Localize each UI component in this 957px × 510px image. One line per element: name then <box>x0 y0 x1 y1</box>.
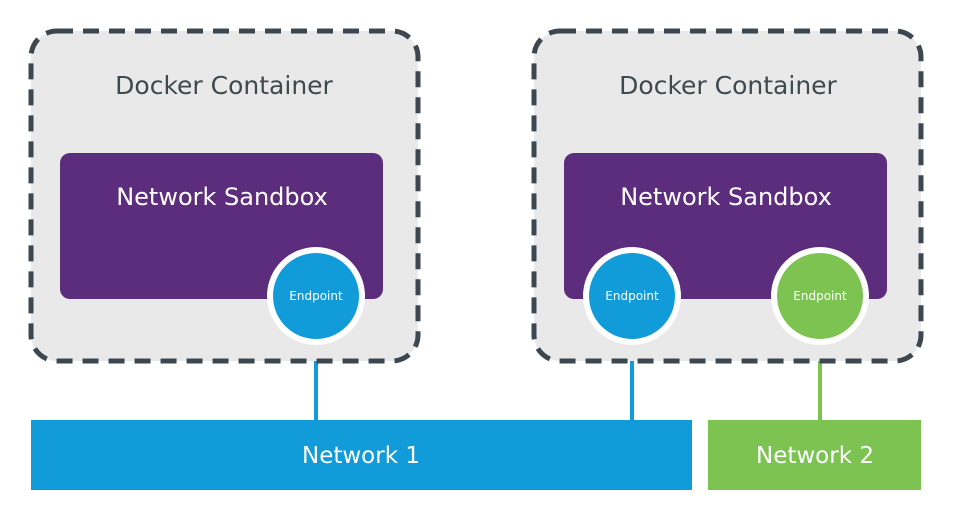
endpoint-circle <box>777 253 863 339</box>
endpoint-circle <box>589 253 675 339</box>
container-title: Docker Container <box>115 71 333 100</box>
sandbox-title: Network Sandbox <box>620 183 832 211</box>
endpoint-circle <box>273 253 359 339</box>
endpoint-3: Endpoint <box>771 247 869 345</box>
network-2: Network 2 <box>708 420 921 490</box>
network-1: Network 1 <box>31 420 692 490</box>
endpoint-label: Endpoint <box>289 289 343 303</box>
endpoint-1: Endpoint <box>267 247 365 345</box>
docker-container-1: Docker Container Network Sandbox Endpoin… <box>28 28 421 364</box>
network-label: Network 2 <box>756 443 874 469</box>
endpoint-2: Endpoint <box>583 247 681 345</box>
sandbox-title: Network Sandbox <box>116 183 328 211</box>
endpoint-label: Endpoint <box>793 289 847 303</box>
container-title: Docker Container <box>619 71 837 100</box>
docker-container-2: Docker Container Network Sandbox Endpoin… <box>531 28 924 364</box>
network-label: Network 1 <box>302 443 420 469</box>
network-bar <box>708 420 921 490</box>
network-bar <box>31 420 692 490</box>
endpoint-label: Endpoint <box>605 289 659 303</box>
